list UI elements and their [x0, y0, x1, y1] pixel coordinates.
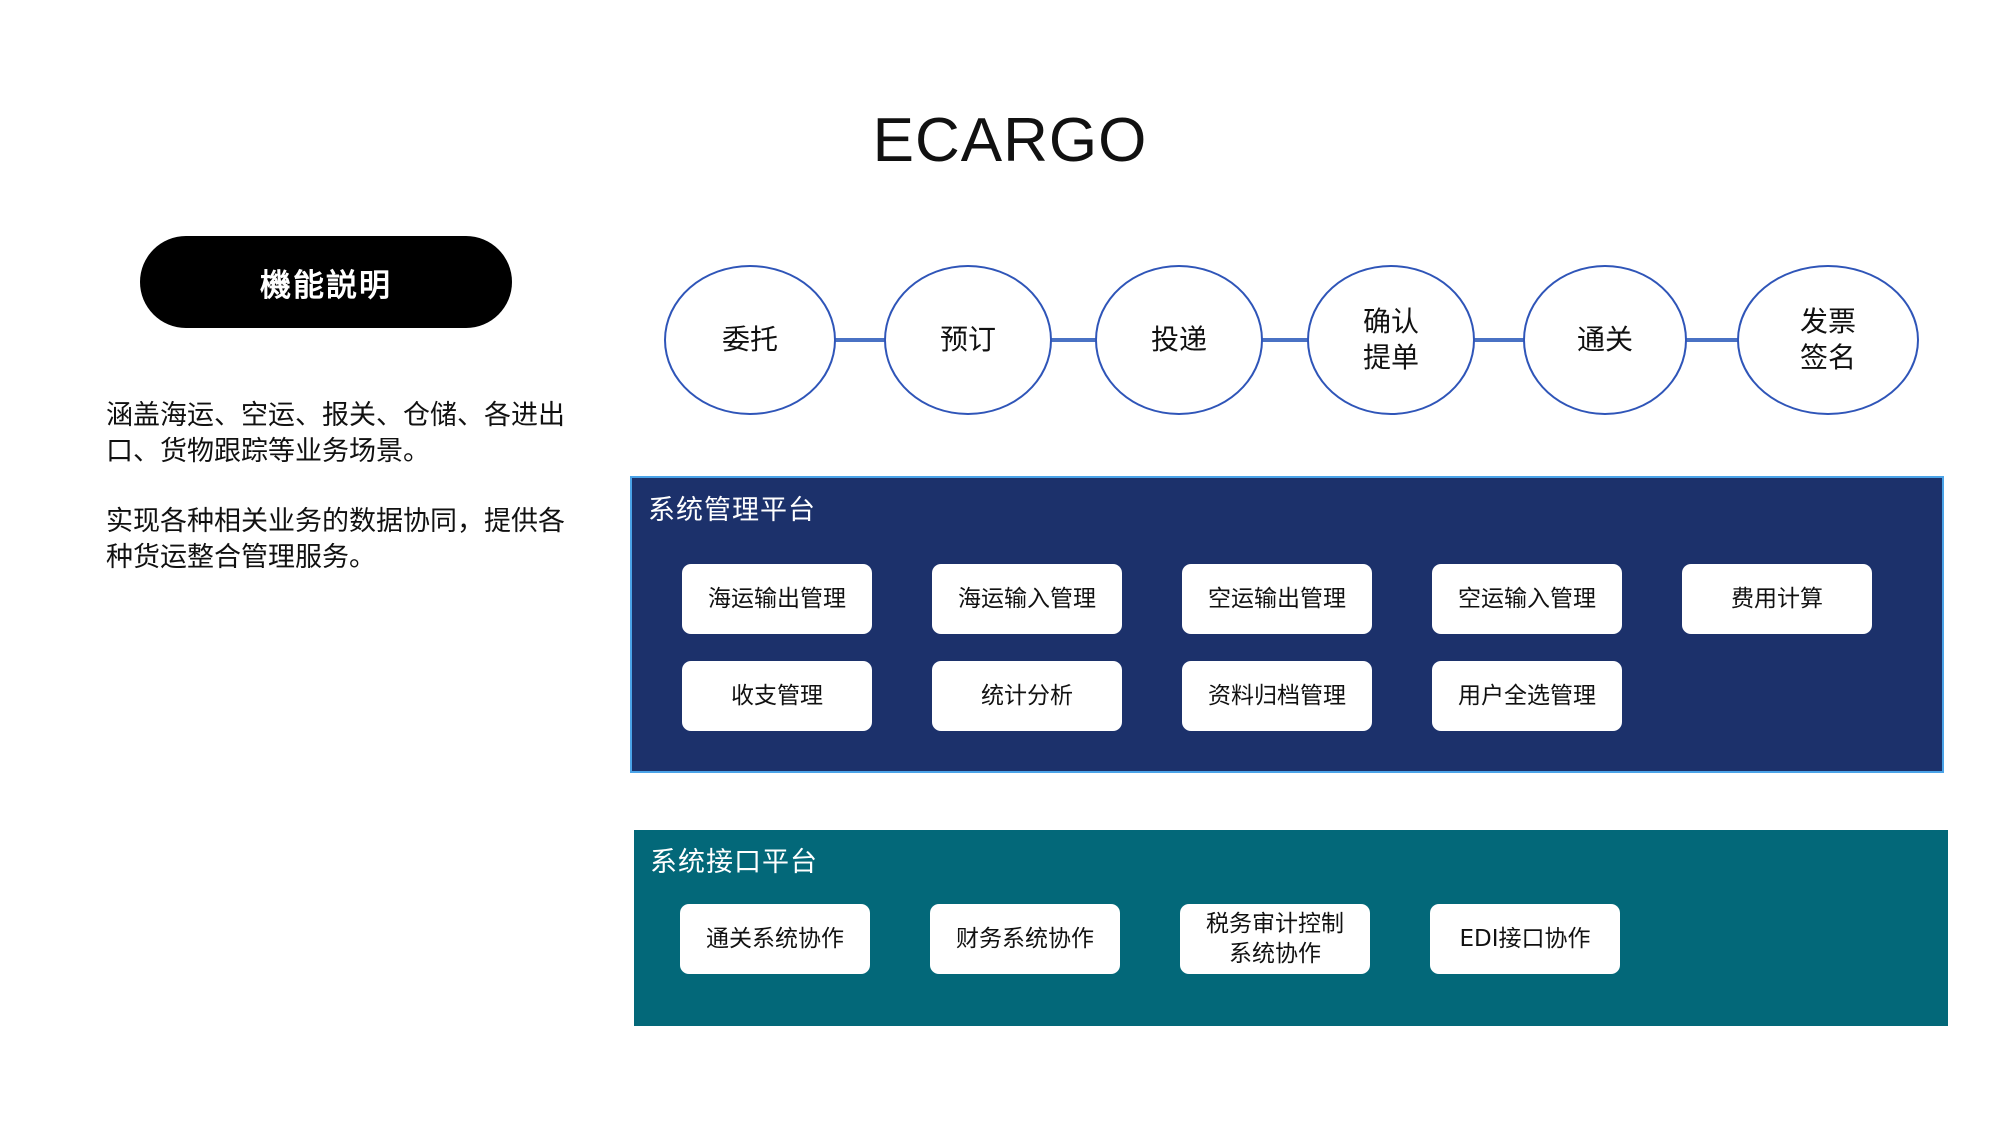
flow-step-customs: 通关 — [1523, 265, 1687, 415]
section-label: 機能説明 — [260, 267, 392, 304]
flow-step-entrust: 委托 — [664, 265, 836, 415]
description-paragraph-2: 实现各种相关业务的数据协同，提供各种货运整合管理服务。 — [106, 506, 565, 573]
management-platform-title: 系统管理平台 — [648, 495, 816, 526]
module-tax-audit-collab: 税务审计控制 系统协作 — [1180, 904, 1370, 974]
module-statistics: 统计分析 — [932, 661, 1122, 731]
flow-step-booking: 预订 — [884, 265, 1052, 415]
interface-platform: 系统接口平台 通关系统协作 财务系统协作 税务审计控制 系统协作 EDI接口协作 — [634, 830, 1948, 1026]
module-fee-calc: 费用计算 — [1682, 564, 1872, 634]
flow-step-invoice-sign: 发票 签名 — [1737, 265, 1919, 415]
section-label-pill: 機能説明 — [140, 236, 512, 328]
module-sea-export: 海运输出管理 — [682, 564, 872, 634]
module-air-export: 空运输出管理 — [1182, 564, 1372, 634]
module-air-import: 空运输入管理 — [1432, 564, 1622, 634]
module-edi-collab: EDI接口协作 — [1430, 904, 1620, 974]
page-title: ECARGO — [872, 106, 1148, 175]
module-income-expense: 收支管理 — [682, 661, 872, 731]
module-customs-collab: 通关系统协作 — [680, 904, 870, 974]
flow-step-delivery: 投递 — [1095, 265, 1263, 415]
module-user-permissions: 用户全选管理 — [1432, 661, 1622, 731]
management-platform: 系统管理平台 海运输出管理 海运输入管理 空运输出管理 空运输入管理 费用计算 … — [630, 476, 1944, 773]
description-paragraph-1: 涵盖海运、空运、报关、仓储、各进出口、货物跟踪等业务场景。 — [106, 400, 565, 467]
module-archive: 资料归档管理 — [1182, 661, 1372, 731]
module-finance-collab: 财务系统协作 — [930, 904, 1120, 974]
module-sea-import: 海运输入管理 — [932, 564, 1122, 634]
flow-step-confirm-bill: 确认 提单 — [1307, 265, 1475, 415]
interface-platform-title: 系统接口平台 — [650, 847, 818, 878]
